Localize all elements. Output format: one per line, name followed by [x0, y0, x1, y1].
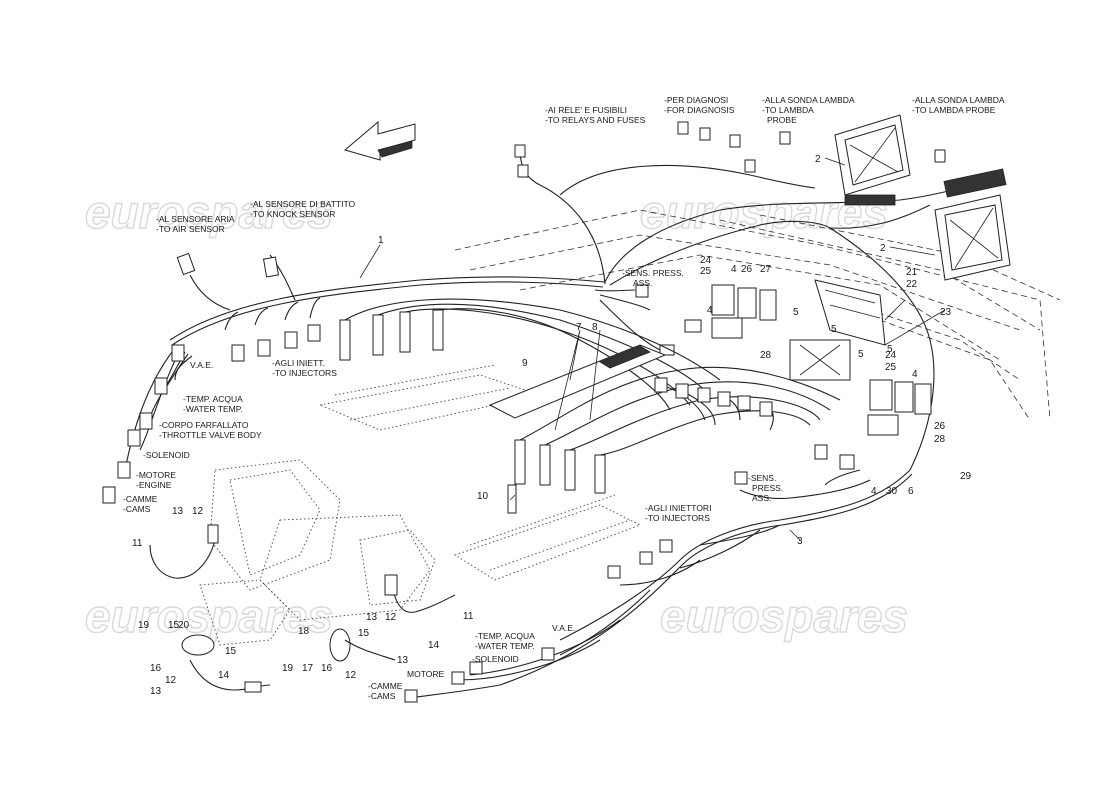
ecu-unit-upper — [834, 114, 911, 206]
part-number: 1 — [378, 235, 384, 246]
part-number: 5 — [831, 324, 837, 335]
part-number: 12 — [345, 670, 357, 681]
part-number: 4 — [731, 264, 737, 275]
part-number: 19 — [282, 663, 294, 674]
connectors — [102, 121, 946, 703]
part-number: 25 — [700, 266, 712, 277]
part-number: 16 — [150, 663, 162, 674]
label-engine-2: MOTORE — [407, 669, 444, 679]
part-number: 22 — [906, 279, 918, 290]
part-number: 24 — [885, 350, 897, 361]
part-number: 28 — [934, 434, 946, 445]
part-number: 11 — [463, 611, 474, 622]
part-number: 12 — [385, 612, 397, 623]
harness-wires — [124, 149, 991, 699]
label-vae-right: V.A.E. — [552, 623, 575, 633]
part-number: 2 — [815, 154, 821, 165]
label-engine-1: -MOTORE-ENGINE — [136, 470, 176, 490]
label-injectors-1: -AGLI INIETT.-TO INJECTORS — [272, 358, 337, 378]
part-number: 5 — [793, 307, 799, 318]
direction-arrow-icon — [343, 120, 416, 161]
part-number: 12 — [192, 506, 204, 517]
callout-labels: -AL SENSORE ARIA-TO AIR SENSOR -AL SENSO… — [123, 95, 1005, 701]
fuel-rail — [488, 344, 667, 419]
label-water-temp-1: -TEMP. ACQUA-WATER TEMP. — [183, 394, 243, 414]
part-number: 6 — [908, 486, 914, 497]
part-number: 2 — [880, 243, 886, 254]
label-solenoid-1: -SOLENOID — [143, 450, 190, 460]
part-number: 5 — [858, 349, 864, 360]
spark-plug-leads-lower — [507, 366, 841, 514]
part-number: 15 — [358, 628, 370, 639]
part-number: 4 — [871, 486, 877, 497]
part-number: 19 — [138, 620, 150, 631]
sensor-assemblies — [149, 524, 456, 693]
part-number: 4 — [912, 369, 918, 380]
part-number: 24 — [700, 255, 712, 266]
part-number: 27 — [760, 264, 772, 275]
part-number: 14 — [218, 670, 230, 681]
part-number: 25 — [885, 362, 897, 373]
part-number: 28 — [760, 350, 772, 361]
part-number: 21 — [906, 267, 918, 278]
label-diagnosis: -PER DIAGNOSI-FOR DIAGNOSIS — [664, 95, 735, 115]
label-sens-press-1: -SENS. PRESS.ASS. — [622, 268, 684, 288]
part-number: 16 — [321, 663, 333, 674]
part-number: 26 — [934, 421, 946, 432]
part-number: 20 — [178, 620, 190, 631]
part-number: 29 — [960, 471, 972, 482]
label-vae-left: V.A.E. — [190, 360, 213, 370]
part-number: 3 — [797, 536, 803, 547]
part-number: 8 — [592, 322, 598, 333]
part-number: 18 — [298, 626, 310, 637]
label-relays-fuses: -AI RELE' E FUSIBILI-TO RELAYS AND FUSES — [545, 105, 646, 125]
part-number: 13 — [172, 506, 184, 517]
label-lambda-probe-2: -ALLA SONDA LAMBDA-TO LAMBDA PROBE — [912, 95, 1005, 115]
part-number: 11 — [132, 538, 143, 549]
coil-packs — [654, 377, 774, 431]
part-number: 13 — [397, 655, 409, 666]
label-knock-sensor: -AL SENSORE DI BATTITO-TO KNOCK SENSOR — [250, 199, 356, 219]
part-number: 12 — [165, 675, 177, 686]
part-number: 9 — [522, 358, 528, 369]
label-throttle-valve: -CORPO FARFALLATO-THROTTLE VALVE BODY — [159, 420, 262, 440]
bracket — [814, 279, 886, 346]
part-numbers: 1 2 2 3 4 4 4 4 5 5 5 5 6 7 8 9 10 11 11… — [132, 154, 972, 697]
part-number: 5 — [887, 344, 893, 355]
part-number: 13 — [366, 612, 378, 623]
label-injectors-2: -AGLI INIETTORI-TO INJECTORS — [645, 503, 711, 523]
leader-lines — [359, 157, 946, 541]
watermark: eurospares — [85, 590, 333, 642]
part-number: 26 — [741, 264, 753, 275]
relay-cluster-upper — [711, 284, 851, 381]
label-sens-press-2: -SENS.PRESS.ASS. — [748, 473, 783, 503]
part-number: 4 — [707, 305, 713, 316]
part-number: 15 — [168, 620, 180, 631]
label-cams-2: -CAMME-CAMS — [368, 681, 403, 701]
watermark: eurospares — [660, 590, 908, 642]
label-water-temp-2: -TEMP. ACQUA-WATER TEMP. — [475, 631, 535, 651]
part-number: 13 — [150, 686, 162, 697]
part-number: 10 — [477, 491, 489, 502]
part-number: 14 — [428, 640, 440, 651]
watermark: eurospares — [85, 186, 333, 238]
label-air-sensor: -AL SENSORE ARIA-TO AIR SENSOR — [156, 214, 235, 234]
ecu-unit-lower — [934, 168, 1011, 281]
part-number: 7 — [576, 322, 582, 333]
part-number: 30 — [886, 486, 898, 497]
part-number: 17 — [302, 663, 314, 674]
part-number: 15 — [225, 646, 237, 657]
label-solenoid-2: -SOLENOID — [472, 654, 519, 664]
relay-cluster-lower — [867, 379, 932, 436]
label-cams-1: -CAMME-CAMS — [123, 494, 158, 514]
part-number: 23 — [940, 307, 952, 318]
